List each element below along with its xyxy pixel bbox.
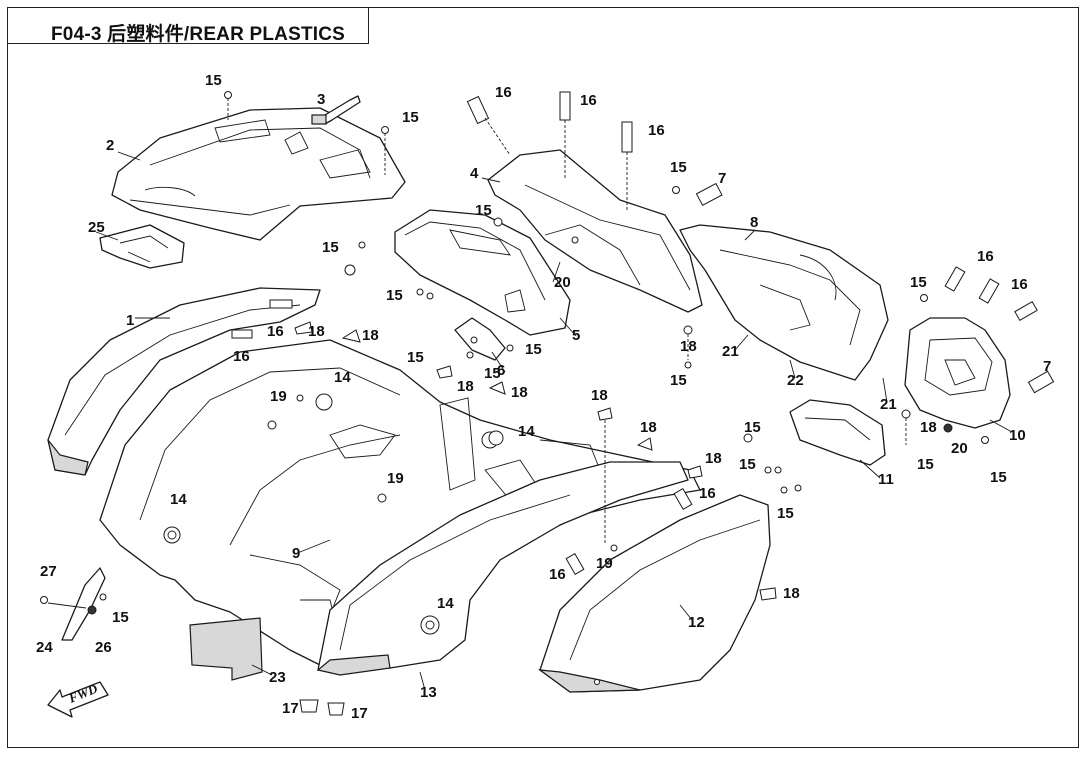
callout-15: 15 [744,419,761,436]
callout-15: 15 [525,341,542,358]
callout-15: 15 [990,469,1007,486]
callout-16: 16 [233,348,250,365]
part-25 [99,224,185,269]
callout-7: 7 [1043,358,1051,375]
callout-14: 14 [170,491,187,508]
part-10-rear-side-cover [904,317,1011,429]
callout-24: 24 [36,639,53,656]
callout-17: 17 [351,705,368,722]
callout-15: 15 [205,72,222,89]
callout-22: 22 [787,372,804,389]
fwd-arrow: FWD [47,681,109,718]
callout-7: 7 [718,170,726,187]
callout-14: 14 [518,423,535,440]
callout-15: 15 [670,372,687,389]
callout-3: 3 [317,91,325,108]
callout-15: 15 [386,287,403,304]
callout-18: 18 [783,585,800,602]
page-title: F04-3 后塑料件/REAR PLASTICS [51,24,346,45]
callout-26: 26 [95,639,112,656]
callout-16: 16 [495,84,512,101]
fasteners [40,91,1055,604]
callout-18: 18 [920,419,937,436]
callout-5: 5 [572,327,580,344]
part-12-fender-extension [537,494,771,693]
part-11-bracket [789,399,886,466]
callout-16: 16 [1011,276,1028,293]
callout-17: 17 [282,700,299,717]
callout-15: 15 [112,609,129,626]
callout-6: 6 [497,362,505,379]
callout-18: 18 [362,327,379,344]
callout-21: 21 [880,396,897,413]
callout-23: 23 [269,669,286,686]
callout-15: 15 [917,456,934,473]
callout-18: 18 [705,450,722,467]
callout-15: 15 [910,274,927,291]
leader-lines [95,151,1013,691]
callout-16: 16 [648,122,665,139]
part-1-left-fender [47,287,321,476]
callout-16: 16 [977,248,994,265]
part-5-storage-box [394,209,571,336]
callout-18: 18 [511,384,528,401]
part-9-rear-body [99,339,701,666]
callout-19: 19 [387,470,404,487]
callout-18: 18 [680,338,697,355]
callout-16: 16 [549,566,566,583]
callout-11: 11 [878,471,894,488]
callout-19: 19 [270,388,287,405]
callout-14: 14 [334,369,351,386]
callout-15: 15 [777,505,794,522]
callout-4: 4 [470,165,479,182]
callout-15: 15 [322,239,339,256]
part-3-bracket [311,95,361,125]
part-8-inner-fender [679,224,889,381]
callout-16: 16 [267,323,284,340]
callout-18: 18 [640,419,657,436]
callout-18: 18 [457,378,474,395]
callout-2: 2 [106,137,114,154]
callout-1: 1 [126,312,134,329]
callout-19: 19 [596,555,613,572]
callout-21: 21 [722,343,739,360]
callout-18: 18 [308,323,325,340]
callout-16: 16 [580,92,597,109]
callout-18: 18 [591,387,608,404]
callout-15: 15 [739,456,756,473]
drawing-frame [7,7,1079,748]
part-24-guard [47,567,106,641]
callout-9: 9 [292,545,300,562]
callout-10: 10 [1009,427,1026,444]
callout-16: 16 [699,485,716,502]
callout-25: 25 [88,219,105,236]
title-box: F04-3 后塑料件/REAR PLASTICS [7,7,369,45]
callout-15: 15 [475,202,492,219]
callout-15: 15 [407,349,424,366]
callout-20: 20 [554,274,571,291]
callout-27: 27 [40,563,57,580]
callout-12: 12 [688,614,705,631]
callout-15: 15 [402,109,419,126]
callout-14: 14 [437,595,454,612]
part-17-rubber-feet [299,699,345,716]
callout-8: 8 [750,214,758,231]
callout-13: 13 [420,684,437,701]
part-4-side-panel [487,149,703,313]
part-2-rear-cover [111,107,406,241]
callout-15: 15 [670,159,687,176]
part-23-mud-flap [189,617,263,681]
callout-15: 15 [484,365,501,382]
part-6-plate [454,317,506,361]
part-13-right-fender [316,431,689,676]
callout-20: 20 [951,440,968,457]
